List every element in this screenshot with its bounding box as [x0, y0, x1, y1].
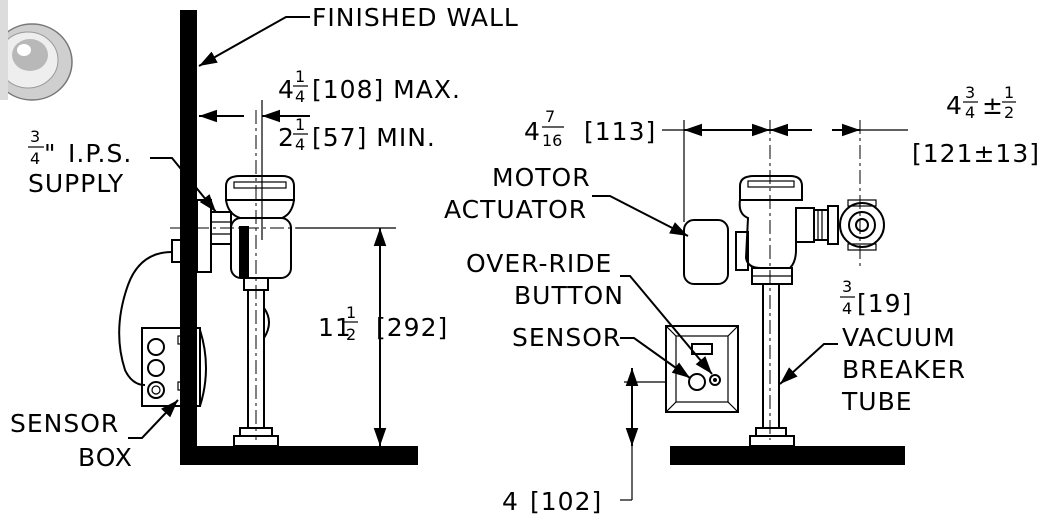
svg-text:2: 2	[1004, 103, 1014, 122]
svg-text:1: 1	[346, 303, 356, 322]
svg-text:OVER-RIDE: OVER-RIDE	[466, 249, 612, 278]
svg-text:4: 4	[502, 487, 519, 516]
svg-text:[113]: [113]	[584, 117, 656, 146]
svg-text:3: 3	[842, 277, 852, 296]
finished-wall-label: FINISHED WALL	[312, 3, 519, 32]
svg-text:SUPPLY: SUPPLY	[28, 169, 124, 198]
svg-text:[121±13]: [121±13]	[912, 139, 1040, 168]
valve-body-right	[735, 175, 885, 447]
svg-text:4: 4	[295, 135, 305, 154]
svg-text:[102]: [102]	[530, 487, 602, 516]
svg-text:[19]: [19]	[857, 289, 912, 318]
svg-text:4: 4	[842, 299, 852, 318]
finished-wall-leader	[198, 16, 310, 67]
actuator-offset-dimension: 4 7 16 [113]	[524, 107, 770, 150]
svg-text:4: 4	[946, 91, 963, 120]
svg-text:I.P.S.: I.P.S.	[68, 139, 132, 168]
flush-button-photo	[0, 0, 73, 101]
ips-supply-note: 3 4 " I.P.S. SUPPLY	[28, 127, 217, 213]
finished-wall	[180, 10, 197, 465]
sensor-height-dimension: 4 [102]	[502, 368, 666, 516]
svg-text:4: 4	[30, 149, 40, 168]
motor-actuator	[683, 219, 729, 285]
vacuum-breaker-note: 3 4 [19] VACUUM BREAKER TUBE	[779, 277, 966, 416]
svg-text:BUTTON: BUTTON	[514, 281, 624, 310]
svg-text:7: 7	[545, 107, 555, 126]
svg-text:4: 4	[295, 87, 305, 106]
svg-text:SENSOR: SENSOR	[10, 409, 119, 438]
svg-text:3: 3	[965, 83, 975, 102]
svg-text:[57] MIN.: [57] MIN.	[312, 123, 436, 152]
wall-offset-dimension: 4 1 4 [108] MAX. 2 1 4 [57] MIN.	[199, 67, 461, 240]
svg-text:TUBE: TUBE	[841, 387, 913, 416]
svg-text:ACTUATOR: ACTUATOR	[444, 195, 587, 224]
svg-text:1: 1	[295, 115, 305, 134]
svg-text:": "	[44, 139, 57, 168]
svg-text:[108] MAX.: [108] MAX.	[312, 75, 461, 104]
sensor-note: SENSOR	[512, 323, 691, 379]
floor-left	[180, 446, 418, 465]
svg-text:3: 3	[30, 127, 40, 146]
svg-text:4: 4	[965, 103, 975, 122]
svg-text:2: 2	[346, 325, 356, 344]
svg-text:MOTOR: MOTOR	[492, 163, 591, 192]
motor-actuator-note: MOTOR ACTUATOR	[444, 163, 689, 237]
svg-text:2: 2	[278, 123, 295, 152]
svg-text:SENSOR: SENSOR	[512, 323, 621, 352]
svg-text:1: 1	[295, 67, 305, 86]
svg-text:16: 16	[542, 131, 562, 150]
sensor-box-note: SENSOR BOX	[10, 399, 179, 472]
svg-text:VACUUM: VACUUM	[842, 323, 956, 352]
svg-text:11: 11	[318, 313, 352, 342]
valve-body-left	[225, 175, 295, 447]
svg-text:[292]: [292]	[376, 313, 448, 342]
svg-text:BOX: BOX	[78, 443, 133, 472]
supply-height-dimension: 11 1 2 [292]	[296, 227, 448, 446]
svg-text:4: 4	[524, 117, 541, 146]
svg-text:±: ±	[982, 91, 1004, 120]
svg-text:BREAKER: BREAKER	[842, 355, 966, 384]
supply-spread-dimension: 4 3 4 ± 1 2 [121±13]	[770, 83, 1040, 168]
svg-text:4: 4	[278, 75, 295, 104]
svg-text:1: 1	[1004, 83, 1014, 102]
override-button-note: OVER-RIDE BUTTON	[466, 249, 713, 375]
floor-right	[670, 446, 905, 465]
